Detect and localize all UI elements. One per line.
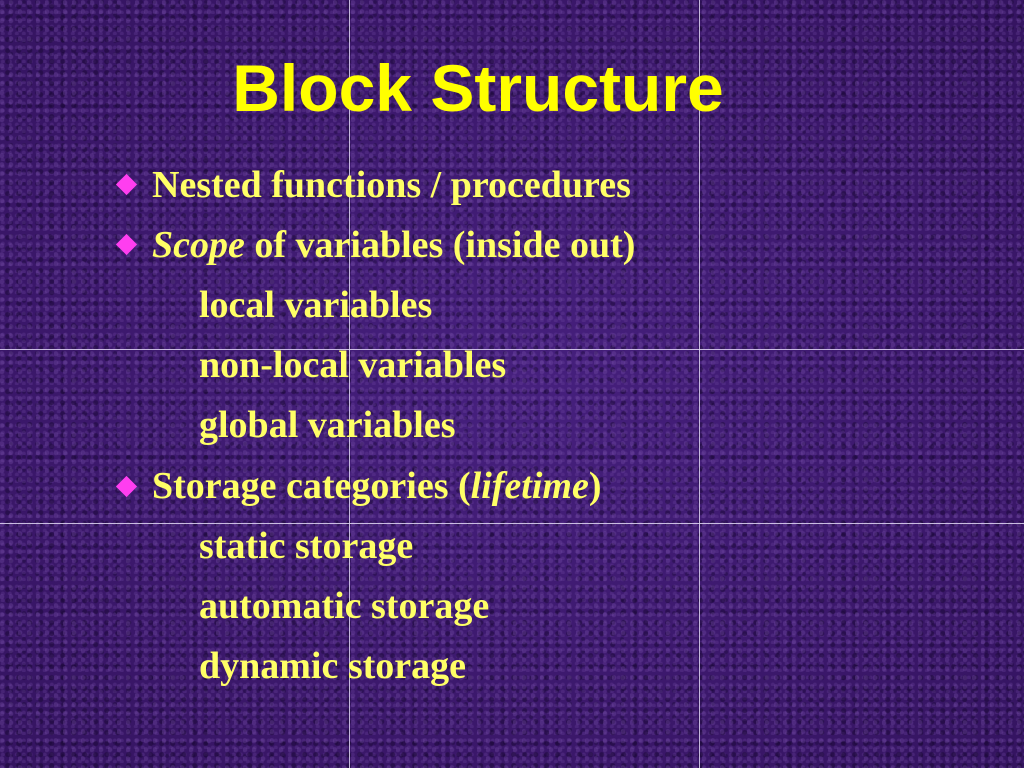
bullet-italic-term: Scope <box>152 224 245 266</box>
bullet-storage-categories: Storage categories (lifetime) <box>152 464 601 508</box>
sub-item-non-local-variables: non-local variables <box>199 344 507 386</box>
bullet-text: ) <box>588 465 602 507</box>
slide-title: Block Structure <box>232 51 724 125</box>
sub-item-automatic-storage: automatic storage <box>199 585 490 627</box>
grid-line-horizontal <box>0 523 1024 524</box>
sub-item-local-variables: local variables <box>199 284 433 326</box>
sub-item-static-storage: static storage <box>199 525 414 567</box>
diamond-bullet-icon <box>115 173 138 196</box>
bullet-text: Storage categories ( <box>152 465 471 507</box>
sub-item-global-variables: global variables <box>199 404 456 446</box>
diamond-bullet-icon <box>115 475 138 498</box>
diamond-bullet-icon <box>115 233 138 256</box>
grid-line-vertical <box>349 0 350 768</box>
bullet-nested-functions: Nested functions / procedures <box>152 163 631 207</box>
grid-line-vertical <box>699 0 700 768</box>
bullet-text: of variables (inside out) <box>244 224 636 266</box>
bullet-scope: Scope of variables (inside out) <box>152 223 635 267</box>
bullet-text: Nested functions / procedures <box>152 164 631 206</box>
grid-line-horizontal <box>0 349 1024 350</box>
bullet-italic-term: lifetime <box>470 465 589 507</box>
sub-item-dynamic-storage: dynamic storage <box>199 645 467 687</box>
